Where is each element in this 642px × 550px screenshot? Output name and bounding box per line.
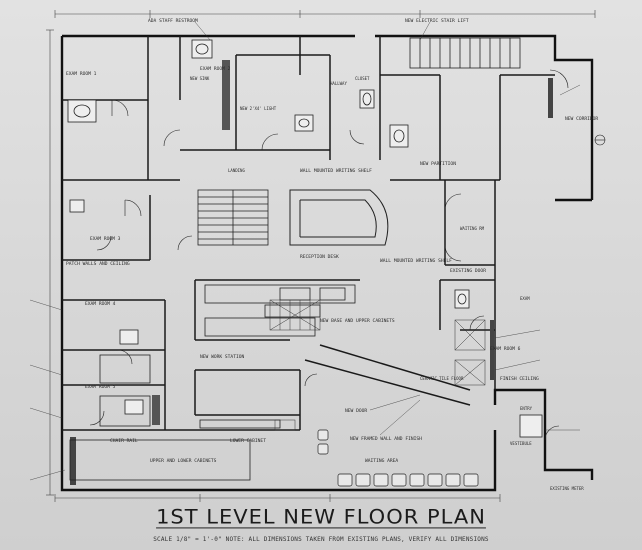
- note-ceramic-tile: CERAMIC TILE FLOOR: [420, 376, 464, 381]
- note-meter: EXISTING METER: [550, 486, 584, 491]
- note-new-sink: NEW SINK: [190, 76, 210, 81]
- note-new-corridor: NEW CORRIDOR: [565, 116, 598, 122]
- note-new-cabinet: NEW BASE AND UPPER CABINETS: [320, 318, 395, 324]
- note-new-frame-wall: NEW FRAMED WALL AND FINISH: [350, 436, 422, 442]
- note-landing: LANDING: [228, 168, 245, 173]
- note-lower-cabinet: LOWER CABINET: [230, 438, 266, 444]
- note-patch-walls: PATCH WALLS AND CEILING: [66, 261, 130, 267]
- note-ada-restroom: ADA STAFF RESTROOM: [148, 18, 198, 24]
- drawing-subtitle: SCALE 1/8" = 1'-0" NOTE: ALL DIMENSIONS …: [153, 536, 489, 543]
- drawing-title: 1ST LEVEL NEW FLOOR PLAN: [156, 505, 486, 529]
- plumbing-fixtures: [67, 39, 543, 438]
- note-entry: ENTRY: [520, 406, 533, 411]
- note-wall-shelf-2: WALL MOUNTED WRITING SHELF: [380, 258, 452, 264]
- note-upper-lower-cabinets: UPPER AND LOWER CABINETS: [150, 458, 217, 464]
- hatched-walls: [70, 60, 553, 485]
- section-marker-icon: [594, 134, 606, 146]
- note-exam-room-3: EXAM ROOM 3: [90, 236, 121, 242]
- note-existing-door: EXISTING DOOR: [450, 268, 486, 274]
- tile-areas: [269, 299, 486, 431]
- note-chair-rail: CHAIR RAIL: [110, 438, 138, 444]
- note-exam-room-6: EXAM ROOM 6: [490, 346, 521, 352]
- reception-desk: [289, 189, 389, 246]
- note-hallway: HALLWAY: [330, 81, 347, 86]
- note-exam-room-1: EXAM ROOM 1: [66, 71, 97, 77]
- note-waiting-rm: WAITING RM: [460, 226, 485, 231]
- note-waiting: WAITING AREA: [365, 458, 398, 464]
- note-new-lights: NEW 2'X4' LIGHT: [240, 106, 277, 111]
- note-closet: CLOSET: [355, 76, 370, 81]
- note-exam-room-4: EXAM ROOM 4: [85, 301, 116, 307]
- note-new-partition: NEW PARTITION: [420, 161, 456, 167]
- floor-plan-drawing: ADA STAFF RESTROOM NEW ELECTRIC STAIR LI…: [29, 10, 606, 502]
- door-swings: [89, 69, 569, 441]
- waiting-chairs: [317, 429, 479, 487]
- note-reception: RECEPTION DESK: [300, 254, 339, 260]
- note-exam-room-2: EXAM ROOM 2: [200, 66, 231, 72]
- note-exam: EXAM: [520, 296, 530, 301]
- interior-walls: [62, 36, 555, 431]
- note-new-stair: NEW ELECTRIC STAIR LIFT: [405, 18, 469, 24]
- cabinets: [69, 284, 356, 481]
- exterior-walls: [60, 34, 594, 492]
- note-finish-ceiling: FINISH CEILING: [500, 376, 539, 382]
- note-vestibule: VESTIBULE: [510, 441, 532, 446]
- leader-lines: [29, 21, 581, 481]
- stair-runs: [197, 37, 521, 246]
- note-exam-room-5: EXAM ROOM 5: [85, 384, 116, 390]
- note-new-door: NEW DOOR: [345, 408, 367, 414]
- note-wall-shelf: WALL MOUNTED WRITING SHELF: [300, 168, 372, 174]
- note-work-station: NEW WORK STATION: [200, 354, 244, 360]
- dimension-lines: [46, 10, 596, 502]
